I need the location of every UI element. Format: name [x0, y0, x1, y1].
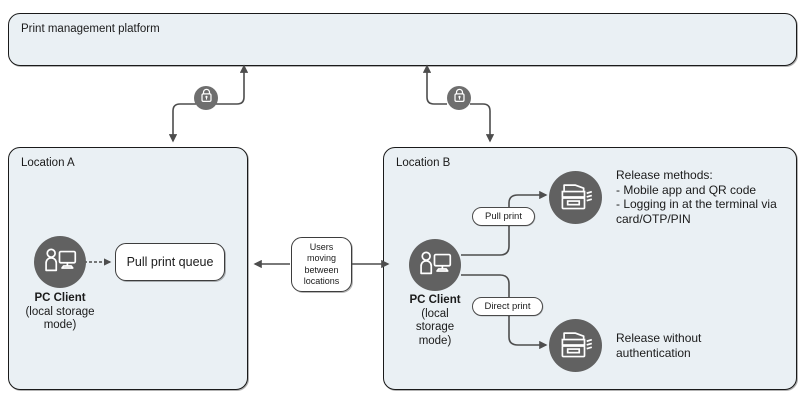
pc-client-icon: [418, 251, 452, 279]
location-a-client-name: PC Client: [34, 292, 86, 304]
edge-location-a-to-platform: [214, 64, 249, 105]
lock-icon: [453, 88, 466, 108]
release-without-authentication-note: Release without authentication: [616, 331, 702, 360]
direct-printer-icon-badge: [549, 319, 602, 372]
printer-icon: [559, 330, 593, 361]
location-b-pc-client-caption: PC Client (local storage mode): [389, 294, 481, 348]
pull-print-edge-label[interactable]: Pull print: [472, 207, 535, 226]
location-b-pc-client-icon: [409, 239, 461, 291]
release-methods-note: Release methods: - Mobile app and QR cod…: [616, 168, 777, 226]
direct-print-edge-label[interactable]: Direct print: [472, 297, 543, 316]
secure-link-b-lock: [447, 86, 471, 110]
location-a-client-sub: (local storage mode): [25, 305, 95, 332]
pull-print-queue-node[interactable]: Pull print queue: [115, 243, 225, 281]
pull-print-queue-label: Pull print queue: [126, 255, 214, 269]
location-b-client-sub: (local storage mode): [415, 307, 455, 347]
lock-icon: [200, 88, 213, 108]
users-moving-label: Users moving between locations: [303, 241, 340, 287]
pc-client-icon: [43, 248, 77, 276]
location-a-pc-client-icon: [34, 236, 86, 288]
printer-icon: [559, 182, 593, 213]
edge-platform-to-location-a: [168, 103, 196, 143]
secure-printer-icon-badge: [549, 171, 602, 224]
print-management-platform-box[interactable]: Print management platform: [8, 13, 797, 66]
location-a-label: Location A: [21, 157, 75, 169]
location-b-label: Location B: [396, 157, 451, 169]
secure-link-a-lock: [194, 86, 218, 110]
pull-print-label: Pull print: [485, 211, 522, 222]
direct-print-label: Direct print: [484, 301, 531, 312]
users-moving-node[interactable]: Users moving between locations: [291, 237, 352, 292]
location-a-pc-client-caption: PC Client (local storage mode): [0, 292, 120, 333]
platform-title: Print management platform: [21, 23, 160, 35]
location-b-client-name: PC Client: [409, 294, 461, 306]
edge-location-b-to-platform: [422, 64, 447, 105]
edge-platform-to-location-b: [470, 103, 495, 143]
